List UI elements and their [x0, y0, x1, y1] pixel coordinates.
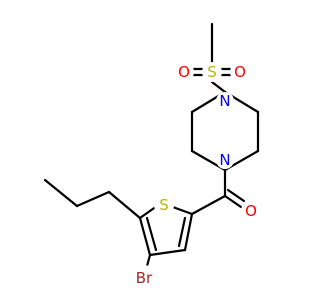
atom-n-top-label: N — [219, 92, 230, 110]
bond-s-n-top — [210, 80, 227, 94]
bond-propyl-1 — [107, 190, 142, 220]
atom-br-bg — [131, 265, 157, 291]
atom-o-carbonyl: O — [241, 201, 261, 221]
atom-o-left-bg — [174, 62, 194, 82]
atom-n-top-bg — [216, 92, 234, 110]
bond-carbonyl-thiophene — [190, 194, 227, 216]
bond-propyl-2 — [75, 190, 111, 208]
bond-thiophene-c3-c2-b — [177, 216, 187, 248]
atom-s-thiophene-label: S — [159, 196, 169, 214]
atom-o-carbonyl-bg — [241, 201, 261, 221]
atom-n-bottom-label: N — [219, 151, 230, 169]
bond-thiophene-s-c5 — [138, 204, 159, 220]
bond-thiophene-c5-c4-b — [145, 216, 158, 252]
atom-o-left: O — [174, 62, 194, 82]
bond-lines — [43, 22, 260, 268]
atom-n-bottom-bg — [216, 151, 234, 169]
atom-o-right: O — [230, 62, 250, 82]
atom-s-thiophene: S — [154, 195, 174, 215]
atom-labels: S O O N N O S Br — [131, 62, 261, 291]
atom-o-right-label: O — [234, 63, 246, 81]
bond-thiophene-c4-c3 — [148, 248, 187, 257]
bond-thiophene-c3-c2-a — [183, 212, 194, 252]
atom-br: Br — [131, 265, 157, 291]
atom-s-sulfonyl: S — [202, 62, 222, 82]
atom-o-carbonyl-label: O — [245, 202, 257, 220]
atom-o-right-bg — [230, 62, 250, 82]
atom-s-sulfonyl-label: S — [207, 63, 217, 81]
atom-n-bottom: N — [216, 151, 234, 169]
atom-br-label: Br — [136, 269, 153, 287]
bond-propyl-3 — [43, 178, 79, 208]
atom-n-top: N — [216, 92, 234, 110]
bond-c4-br — [145, 253, 152, 268]
molecule-structure-diagram: S O O N N O S Br — [43, 22, 261, 291]
bond-thiophene-c5-c4-a — [138, 216, 152, 257]
atom-s-sulfonyl-bg — [202, 62, 222, 82]
atom-s-thiophene-bg — [154, 195, 174, 215]
atom-o-left-label: O — [178, 63, 190, 81]
bond-carbonyl-o-b — [226, 188, 246, 203]
bond-carbonyl-o-a — [223, 194, 243, 209]
